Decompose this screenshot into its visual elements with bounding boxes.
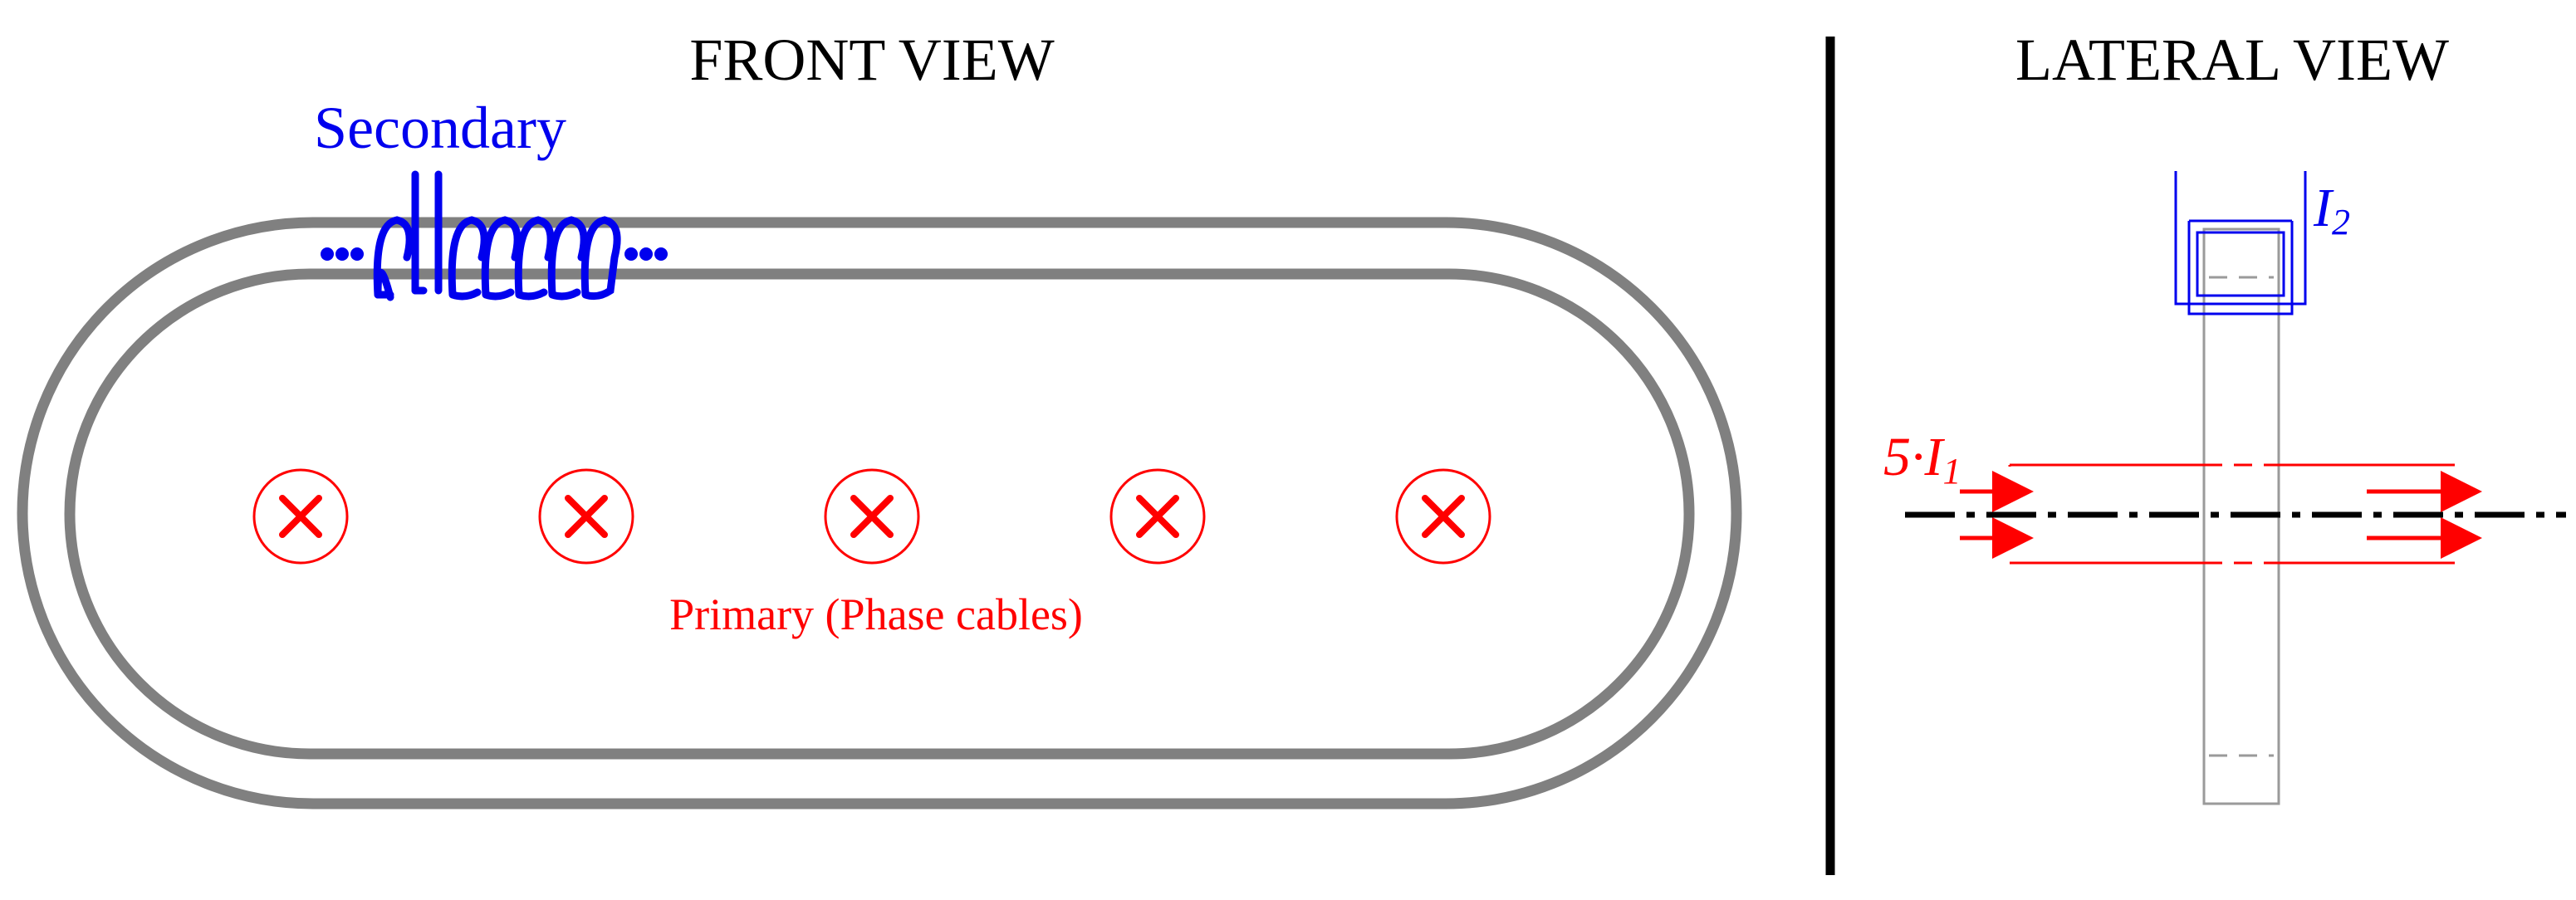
secondary-coil-base bbox=[374, 286, 428, 299]
phase-cable bbox=[1395, 468, 1491, 565]
current-into-page-icon bbox=[279, 495, 322, 538]
primary-current-arrows bbox=[1960, 471, 2482, 559]
phase-cables bbox=[252, 468, 1491, 565]
phase-cable bbox=[824, 468, 920, 565]
dot bbox=[335, 247, 349, 261]
dot bbox=[350, 247, 364, 261]
dot bbox=[639, 247, 653, 261]
secondary-coil bbox=[373, 216, 621, 301]
phase-cable bbox=[1109, 468, 1206, 565]
phase-cable-outline bbox=[1109, 468, 1206, 565]
dot bbox=[624, 247, 638, 261]
phase-cable bbox=[252, 468, 349, 565]
primary-label: Primary (Phase cables) bbox=[669, 589, 1083, 639]
core-inner-edge bbox=[64, 268, 1695, 760]
phase-cable-outline bbox=[824, 468, 920, 565]
current-into-page-icon bbox=[1422, 495, 1465, 538]
dot bbox=[654, 247, 668, 261]
secondary-current-label: I2 bbox=[2313, 178, 2350, 242]
secondary-label: Secondary bbox=[314, 95, 566, 161]
phase-cable bbox=[538, 468, 634, 565]
dot bbox=[321, 247, 334, 261]
lateral-view: LATERAL VIEW I2 5·I1 bbox=[1883, 27, 2566, 805]
phase-cable-outline bbox=[252, 468, 349, 565]
secondary-winding bbox=[373, 170, 621, 301]
current-into-page-icon bbox=[565, 495, 608, 538]
lateral-primary-cables bbox=[2008, 463, 2455, 565]
core-outer-edge bbox=[17, 217, 1742, 810]
front-view-title: FRONT VIEW bbox=[689, 27, 1054, 93]
lateral-secondary-winding bbox=[2174, 171, 2307, 315]
current-into-page-icon bbox=[850, 495, 894, 538]
lateral-secondary-outer bbox=[2174, 171, 2307, 306]
lateral-secondary-inner bbox=[2187, 221, 2294, 315]
phase-cable-outline bbox=[1395, 468, 1491, 565]
transformer-core bbox=[17, 217, 1742, 810]
lateral-view-title: LATERAL VIEW bbox=[2015, 27, 2449, 93]
current-into-page-icon bbox=[1136, 495, 1179, 538]
phase-cable-outline bbox=[538, 468, 634, 565]
lateral-secondary-inner2 bbox=[2189, 219, 2292, 297]
secondary-continuation-dots bbox=[321, 247, 668, 261]
front-view: FRONT VIEW Secondary Primary (Phase cab bbox=[17, 27, 1742, 810]
primary-current-label: 5·I1 bbox=[1883, 427, 1961, 492]
